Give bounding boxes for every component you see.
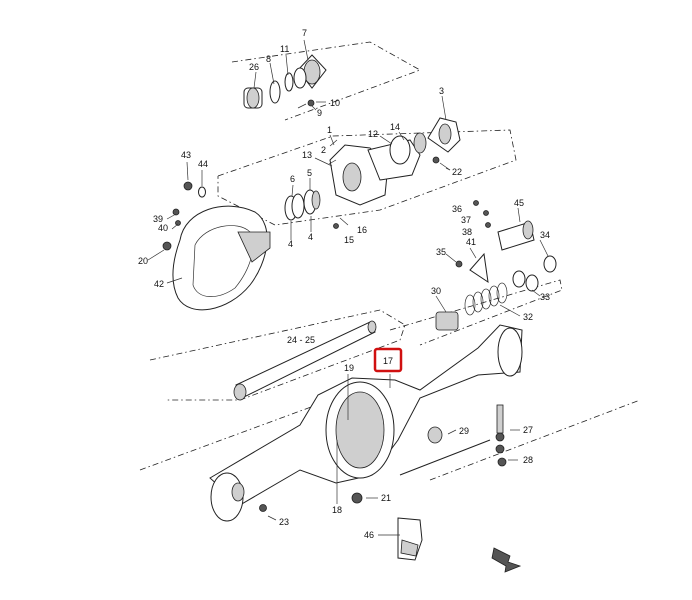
part-label-29[interactable]: 29 xyxy=(459,426,469,436)
part-label-7[interactable]: 7 xyxy=(302,28,307,38)
bracket-46 xyxy=(397,517,423,561)
group-frames xyxy=(139,41,641,481)
part-label-24-25[interactable]: 24 - 25 xyxy=(287,335,315,345)
part-label-36[interactable]: 36 xyxy=(452,204,462,214)
part-label-4-right[interactable]: 4 xyxy=(308,232,313,242)
part-label-45[interactable]: 45 xyxy=(514,198,524,208)
part-label-13[interactable]: 13 xyxy=(302,150,312,160)
axle-flange-group xyxy=(243,54,327,109)
part-label-2[interactable]: 2 xyxy=(321,145,326,155)
coil-spring xyxy=(464,282,508,316)
part-label-46[interactable]: 46 xyxy=(364,530,374,540)
part-label-33[interactable]: 33 xyxy=(540,292,550,302)
part-labels: 7 11 8 26 10 9 3 1 2 12 14 13 22 43 44 6… xyxy=(138,28,550,540)
part-label-4-left[interactable]: 4 xyxy=(288,239,293,249)
part-label-18[interactable]: 18 xyxy=(332,505,342,515)
part-label-9[interactable]: 9 xyxy=(317,108,322,118)
part-label-10[interactable]: 10 xyxy=(330,98,340,108)
part-label-23[interactable]: 23 xyxy=(279,517,289,527)
part-label-34[interactable]: 34 xyxy=(540,230,550,240)
axle-housing xyxy=(209,324,523,522)
part-label-43[interactable]: 43 xyxy=(181,150,191,160)
part-label-41[interactable]: 41 xyxy=(466,237,476,247)
bearing-group xyxy=(284,189,349,229)
direction-arrow-icon xyxy=(491,547,522,573)
part-label-6[interactable]: 6 xyxy=(290,174,295,184)
part-label-27[interactable]: 27 xyxy=(523,425,533,435)
part-label-40[interactable]: 40 xyxy=(158,223,168,233)
part-label-8[interactable]: 8 xyxy=(266,54,271,64)
part-label-19[interactable]: 19 xyxy=(344,363,354,373)
part-label-20[interactable]: 20 xyxy=(138,256,148,266)
part-label-5[interactable]: 5 xyxy=(307,168,312,178)
part-label-12[interactable]: 12 xyxy=(368,129,378,139)
part-label-28[interactable]: 28 xyxy=(523,455,533,465)
part-label-42[interactable]: 42 xyxy=(154,279,164,289)
differential-group xyxy=(328,117,461,206)
highlight-box-part-17 xyxy=(373,347,403,373)
leader-lines xyxy=(147,39,549,536)
part-label-30[interactable]: 30 xyxy=(431,286,441,296)
part-label-1[interactable]: 1 xyxy=(327,125,332,135)
part-label-38[interactable]: 38 xyxy=(462,227,472,237)
axle-shaft xyxy=(233,320,377,401)
part-label-37[interactable]: 37 xyxy=(461,215,471,225)
part-label-14[interactable]: 14 xyxy=(390,122,400,132)
part-label-26[interactable]: 26 xyxy=(249,62,259,72)
part-label-32[interactable]: 32 xyxy=(523,312,533,322)
part-label-44[interactable]: 44 xyxy=(198,159,208,169)
part-label-17[interactable]: 17 xyxy=(383,356,393,366)
part-label-35[interactable]: 35 xyxy=(436,247,446,257)
part-label-21[interactable]: 21 xyxy=(381,493,391,503)
pinion-group xyxy=(435,200,557,331)
part-label-22[interactable]: 22 xyxy=(452,167,462,177)
part-label-39[interactable]: 39 xyxy=(153,214,163,224)
part-label-3[interactable]: 3 xyxy=(439,86,444,96)
part-label-11[interactable]: 11 xyxy=(280,44,289,54)
part-label-16[interactable]: 16 xyxy=(357,225,367,235)
cover-plate xyxy=(162,181,271,311)
part-label-15[interactable]: 15 xyxy=(344,235,354,245)
